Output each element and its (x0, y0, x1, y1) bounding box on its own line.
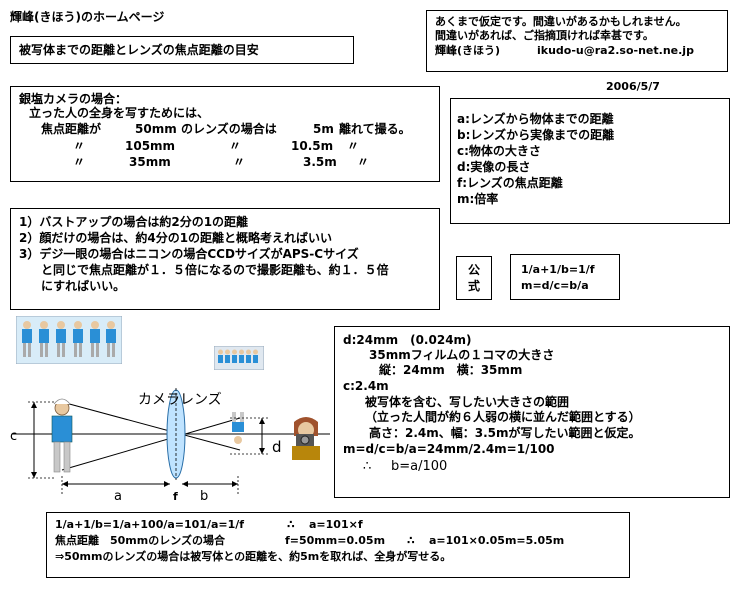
formula-eq2: m=d/c=b/a (521, 279, 589, 292)
explain-b-result: b=a/100 (391, 459, 448, 474)
explain-therefore: ∴ (363, 459, 372, 474)
tip-line: 1）バストアップの場合は約2分の1の距離 (19, 215, 249, 229)
film-row3-ditto-2: 〃 (233, 155, 246, 169)
legend-item: b:レンズから実像までの距離 (457, 128, 615, 142)
formula-label-top: 公 (468, 263, 481, 277)
legend-item: c:物体の大きさ (457, 144, 541, 158)
explain-d-desc: 35mmフィルムの１コマの大きさ (369, 348, 555, 362)
film-heading: 銀塩カメラの場合： (19, 92, 128, 106)
notice-box: あくまで仮定です。間違いがあるかもしれません。 間違いがあれば、ご指摘頂ければ幸… (426, 10, 728, 72)
formula-eq1: 1/a+1/b=1/f (521, 263, 595, 276)
film-row3-ditto-1: 〃 (73, 155, 86, 169)
page-title-box: 被写体までの距離とレンズの焦点距離の目安 (10, 36, 354, 64)
author-email[interactable]: ikudo-u@ra2.so-net.ne.jp (537, 44, 694, 57)
page-title: 被写体までの距離とレンズの焦点距離の目安 (19, 43, 259, 57)
film-row1-dist: 5m (313, 122, 334, 136)
tip-line: 3）デジ一眼の場合はニコンの場合CCDサイズがAPS-Cサイズ (19, 247, 359, 261)
explain-d-line: d:24mm (0.024m) (343, 333, 472, 347)
film-row1-mid: のレンズの場合は (181, 122, 277, 136)
calc-line2-left: 焦点距離 50mmのレンズの場合 (55, 534, 226, 547)
tips-list: 1）バストアップの場合は約2分の1の距離 2）顔だけの場合は、約4分の1の距離と… (19, 214, 389, 294)
explain-c-desc3: 高さ：2.4m、幅：3.5mが写したい範囲と仮定。 (369, 426, 641, 440)
calc-line2-mid: f=50mm=0.05m (285, 534, 386, 547)
label-a: a (114, 489, 122, 504)
film-row2-dist: 10.5m (291, 139, 334, 153)
calc-line2-therefore: ∴ (407, 534, 415, 547)
ray-bottom (61, 417, 241, 471)
legend-item: d:実像の長さ (457, 160, 531, 174)
notice-line1: あくまで仮定です。間違いがあるかもしれません。 (435, 15, 687, 28)
ray-top (61, 401, 241, 451)
film-row2-mm: 105mm (125, 139, 176, 153)
lens-label: カメラレンズ (138, 392, 222, 408)
label-b: b (200, 489, 208, 504)
formula-box: 1/a+1/b=1/f m=d/c=b/a (510, 254, 620, 300)
calc-line1-therefore: ∴ (287, 518, 295, 531)
lens-diagram: c d a b f カメラレンズ (10, 388, 330, 504)
explain-d-size: 縦：24mm 横：35mm (379, 363, 523, 377)
film-intro: 立った人の全身を写すためには、 (29, 106, 210, 120)
explain-c-line: c:2.4m (343, 379, 389, 393)
object-person-icon (51, 398, 73, 473)
image-person-icon (232, 412, 244, 444)
legend-item: f:レンズの焦点距離 (457, 176, 563, 190)
calc-line3: ⇒50mmのレンズの場合は被写体との距離を、約5mを取れば、全身が写せる。 (55, 550, 452, 563)
film-row2-ditto-2: 〃 (229, 139, 242, 153)
calc-line1-right: a=101×f (309, 518, 363, 531)
label-d: d (272, 438, 282, 456)
legend-item: m:倍率 (457, 192, 499, 206)
explain-m-line: m=d/c=b/a=24mm/2.4m=1/100 (343, 442, 555, 456)
explain-c-desc2: （立った人間が約６人弱の横に並んだ範囲とする） (365, 410, 641, 424)
date-stamp: 2006/5/7 (606, 80, 660, 93)
film-row2-ditto-1: 〃 (73, 139, 86, 153)
photographer-icon (292, 417, 320, 460)
explain-box: d:24mm (0.024m) 35mmフィルムの１コマの大きさ 縦：24mm … (334, 326, 730, 498)
film-row3-ditto-3: 〃 (357, 155, 370, 169)
tip-line: と同じで焦点距離が１．５倍になるので撮影距離も、約１．５倍 (41, 263, 389, 277)
group-photo-small (214, 346, 264, 370)
explain-c-desc1: 被写体を含む、写したい大きさの範囲 (365, 395, 570, 409)
tips-box: 1）バストアップの場合は約2分の1の距離 2）顔だけの場合は、約4分の1の距離と… (10, 208, 440, 310)
film-row3-mm: 35mm (129, 155, 171, 169)
people-row-icon (22, 321, 116, 357)
site-title: 輝峰(きほう)のホームページ (10, 10, 165, 24)
group-photo-large (16, 316, 122, 364)
legend-list: a:レンズから物体までの距離 b:レンズから実像までの距離 c:物体の大きさ d… (457, 111, 614, 207)
calc-line2-right: a=101×0.05m=5.05m (429, 534, 565, 547)
legend-item: a:レンズから物体までの距離 (457, 112, 614, 126)
legend-box: a:レンズから物体までの距離 b:レンズから実像までの距離 c:物体の大きさ d… (450, 98, 730, 224)
tip-line: 2）顔だけの場合は、約4分の1の距離と概略考えればいい (19, 231, 333, 245)
notice-line2: 間違いがあれば、ご指摘頂ければ幸甚です。 (435, 29, 654, 42)
film-row2-ditto-3: 〃 (347, 139, 360, 153)
calc-box: 1/a+1/b=1/a+100/a=101/a=1/f ∴ a=101×f 焦点… (46, 512, 630, 578)
calc-line1-left: 1/a+1/b=1/a+100/a=101/a=1/f (55, 518, 245, 531)
film-row1-mm: 50mm (135, 122, 177, 136)
label-c: c (10, 429, 17, 444)
author-name: 輝峰(きほう) (435, 44, 501, 57)
formula-label-bottom: 式 (468, 279, 481, 293)
film-camera-box: 銀塩カメラの場合： 立った人の全身を写すためには、 焦点距離が 50mm のレン… (10, 86, 440, 182)
film-row1-end: 離れて撮る。 (339, 122, 411, 136)
label-f: f (173, 490, 178, 503)
film-focal-label: 焦点距離が (41, 122, 102, 136)
formula-label-box: 公 式 (456, 256, 492, 300)
film-row3-dist: 3.5m (303, 155, 337, 169)
tip-line: にすればいい。 (41, 279, 126, 293)
